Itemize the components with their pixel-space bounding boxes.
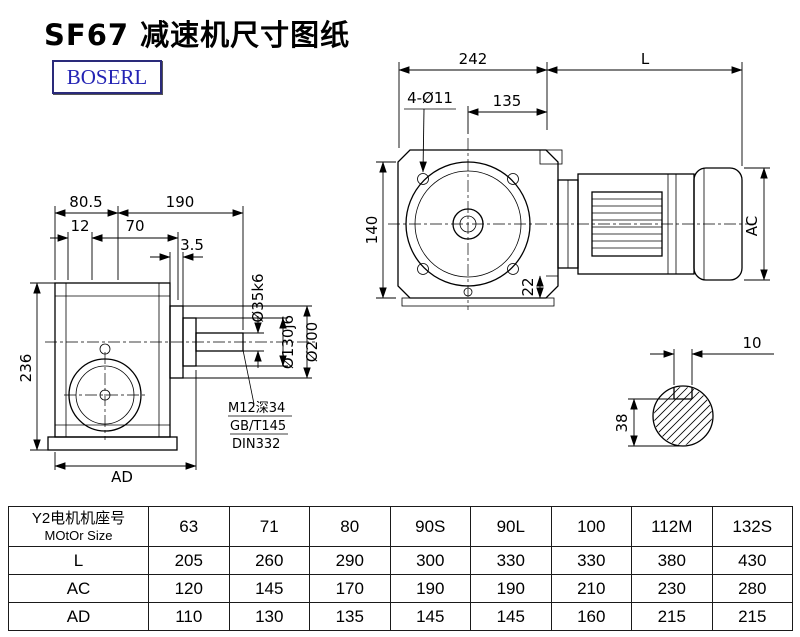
dim-190-label: 190 [166, 193, 195, 211]
brand-logo-text: BOSERL [66, 64, 148, 89]
row-label-cell: L [8, 546, 149, 575]
tap-note-line1: M12深34 [228, 401, 285, 416]
frame-size-cell: 132S [711, 506, 793, 547]
value-cell: 430 [711, 546, 793, 575]
tap-note-line3: DIN332 [232, 437, 280, 452]
dim-ad-label: AD [111, 468, 133, 486]
frame-size-cell: 90S [389, 506, 471, 547]
dimension-table: Y2电机机座号 MOtOr Size 63 71 80 90S 90L 100 … [8, 506, 793, 631]
value-cell: 215 [711, 602, 793, 631]
motor-size-label-cn: Y2电机机座号 [31, 510, 126, 527]
dim-236-label: 236 [17, 354, 35, 383]
dim-shaft-dia-label: Ø35k6 [249, 273, 267, 322]
frame-size-cell: 71 [228, 506, 310, 547]
value-cell: 330 [550, 546, 632, 575]
brand-logo: BOSERL [52, 60, 162, 94]
value-cell: 210 [550, 574, 632, 603]
table-row-AC: AC 120 145 170 190 190 210 230 280 [8, 574, 793, 603]
tap-note-line2: GB/T145 [230, 419, 286, 434]
row-label-cell: AC [8, 574, 149, 603]
value-cell: 120 [148, 574, 230, 603]
frame-size-cell: 63 [148, 506, 230, 547]
dim-80-5-label: 80.5 [69, 193, 102, 211]
value-cell: 300 [389, 546, 471, 575]
frame-size-cell: 90L [470, 506, 552, 547]
page-title: SF67 减速机尺寸图纸 [44, 18, 351, 52]
value-cell: 205 [148, 546, 230, 575]
row-label-cell: AD [8, 602, 149, 631]
value-cell: 190 [470, 574, 552, 603]
table-header-row: Y2电机机座号 MOtOr Size 63 71 80 90S 90L 100 … [8, 506, 793, 547]
dim-22-label: 22 [519, 277, 537, 296]
dim-flange-dia-label: Ø130j6 [279, 315, 297, 369]
dim-outer-dia-label: Ø200 [303, 322, 321, 362]
value-cell: 330 [470, 546, 552, 575]
value-cell: 190 [389, 574, 471, 603]
frame-size-cell: 80 [309, 506, 391, 547]
table-row-L: L 205 260 290 300 330 330 380 430 [8, 546, 793, 575]
value-cell: 160 [550, 602, 632, 631]
dim-10-label: 10 [742, 334, 761, 352]
value-cell: 130 [228, 602, 310, 631]
value-cell: 290 [309, 546, 391, 575]
value-cell: 230 [631, 574, 713, 603]
dim-12-label: 12 [70, 217, 89, 235]
value-cell: 380 [631, 546, 713, 575]
technical-drawing: 80.5 190 12 70 3.5 236 AD Ø35k6 [17, 50, 774, 486]
value-cell: 135 [309, 602, 391, 631]
dim-3-5-label: 3.5 [180, 236, 204, 254]
dim-38-label: 38 [613, 413, 631, 432]
value-cell: 215 [631, 602, 713, 631]
value-cell: 260 [228, 546, 310, 575]
motor-size-header-cell: Y2电机机座号 MOtOr Size [8, 506, 149, 547]
value-cell: 145 [228, 574, 310, 603]
value-cell: 170 [309, 574, 391, 603]
value-cell: 110 [148, 602, 230, 631]
dim-242-label: 242 [459, 50, 488, 68]
dim-l-label: L [641, 50, 650, 68]
side-view: 80.5 190 12 70 3.5 236 AD Ø35k6 [17, 193, 321, 486]
shaft-section-view: 10 38 [613, 334, 774, 447]
table-row-AD: AD 110 130 135 145 145 160 215 215 [8, 602, 793, 631]
value-cell: 280 [711, 574, 793, 603]
dim-135-label: 135 [493, 92, 522, 110]
frame-size-cell: 100 [550, 506, 632, 547]
dim-70-label: 70 [125, 217, 144, 235]
dim-140-label: 140 [363, 216, 381, 245]
front-view: 242 L 4-Ø11 135 140 22 AC [363, 50, 770, 310]
shaft-hatching [654, 387, 712, 445]
dim-holes-label: 4-Ø11 [407, 89, 453, 107]
value-cell: 145 [389, 602, 471, 631]
frame-size-cell: 112M [631, 506, 713, 547]
dim-ac-label: AC [743, 216, 761, 236]
motor-size-label-en: MOtOr Size [44, 528, 113, 543]
value-cell: 145 [470, 602, 552, 631]
